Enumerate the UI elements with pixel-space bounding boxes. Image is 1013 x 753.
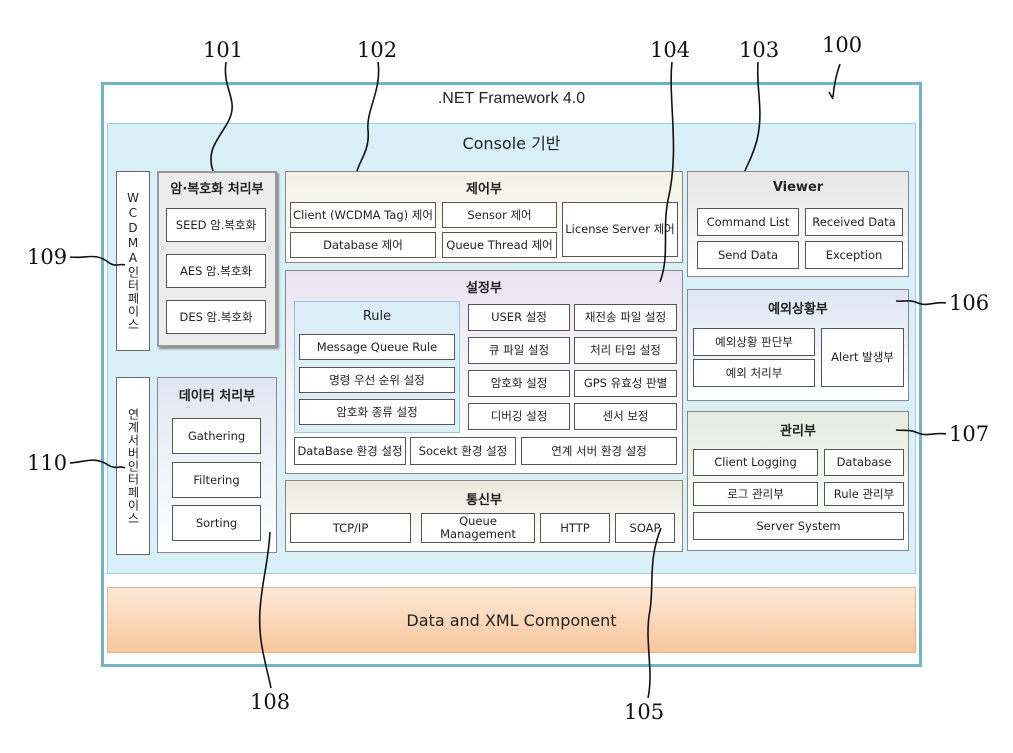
data-filtering: Filtering [172, 462, 261, 498]
mgmt-log-manager: 로그 관리부 [693, 482, 818, 506]
leader-108 [258, 531, 272, 689]
setting-sensor-calibration: 센서 보정 [574, 403, 677, 430]
viewer-received-data: Received Data [805, 208, 903, 236]
control-license: License Server 제어 [562, 202, 678, 257]
wcdma-interface-label: WCDMA인터페이스 [126, 191, 140, 331]
management-unit: 관리부 Client Logging Database 로그 관리부 Rule … [687, 411, 909, 551]
rule-command-priority: 명령 우선 순위 설정 [299, 367, 455, 393]
ref-102: 102 [357, 38, 398, 62]
comm-soap: SOAP [615, 513, 675, 543]
ref-103: 103 [739, 38, 780, 62]
setting-socket-env: Socekt 환경 설정 [410, 437, 516, 465]
mgmt-client-logging: Client Logging [693, 449, 818, 476]
setting-encryption: 암호화 설정 [468, 370, 570, 397]
setting-user: USER 설정 [468, 304, 570, 331]
data-xml-component-label: Data and XML Component [406, 610, 617, 630]
exception-judge: 예외상황 판단부 [693, 328, 815, 356]
viewer-command-list: Command List [697, 208, 799, 236]
server-interface: 연계서버인터페이스 [116, 377, 150, 555]
ref-106: 106 [949, 291, 990, 315]
ref-108: 108 [250, 690, 291, 714]
comm-tcp-ip: TCP/IP [290, 513, 411, 543]
control-client: Client (WCDMA Tag) 제어 [290, 202, 436, 228]
leader-102 [356, 61, 380, 172]
comm-queue-management: Queue Management [421, 513, 535, 543]
data-processing-unit: 데이터 처리부 Gathering Filtering Sorting [157, 377, 277, 553]
leader-103 [744, 61, 761, 172]
ref-104: 104 [650, 38, 691, 62]
viewer-unit: Viewer Command List Received Data Send D… [687, 171, 909, 277]
rule-encryption-type: 암호화 종류 설정 [299, 399, 455, 425]
data-sorting: Sorting [172, 505, 261, 541]
exception-unit: 예외상황부 예외상황 판단부 예외 처리부 Alert 발생부 [687, 289, 909, 401]
framework-title: .NET Framework 4.0 [437, 90, 586, 107]
crypto-unit-title: 암·복호화 처리부 [170, 182, 264, 197]
setting-process-type: 처리 타입 설정 [574, 337, 677, 364]
crypto-des: DES 암.복호화 [166, 300, 266, 334]
communication-unit-title: 통신부 [466, 493, 502, 508]
server-interface-label: 연계서버인터페이스 [126, 407, 140, 525]
leader-110 [69, 459, 126, 469]
setting-database-env: DataBase 환경 설정 [294, 437, 406, 465]
communication-unit: 통신부 TCP/IP Queue Management HTTP SOAP [285, 480, 683, 552]
settings-unit-title: 설정부 [466, 281, 502, 296]
leader-105 [647, 527, 662, 699]
setting-link-server-env: 연계 서버 환경 설정 [521, 437, 677, 465]
setting-resend-file: 재전송 파일 설정 [574, 304, 677, 331]
setting-queue-file: 큐 파일 설정 [468, 337, 570, 364]
leader-100 [828, 63, 841, 100]
exception-alert: Alert 발생부 [821, 328, 904, 387]
setting-gps-validity: GPS 유효성 판별 [574, 370, 677, 397]
control-unit-title: 제어부 [466, 182, 502, 197]
crypto-unit: 암·복호화 처리부 SEED 암.복호화 AES 암.복호화 DES 암.복호화 [157, 171, 277, 347]
viewer-send-data: Send Data [697, 241, 799, 269]
settings-unit: 설정부 Rule Message Queue Rule 명령 우선 순위 설정 … [285, 270, 683, 474]
leader-109 [69, 255, 126, 266]
setting-debugging: 디버깅 설정 [468, 403, 570, 430]
rule-message-queue: Message Queue Rule [299, 334, 455, 360]
rule-title: Rule [362, 309, 392, 324]
leader-106 [895, 300, 947, 306]
crypto-seed: SEED 암.복호화 [166, 208, 266, 242]
data-xml-component: Data and XML Component [107, 587, 916, 653]
exception-unit-title: 예외상황부 [768, 302, 828, 317]
console-title: Console 기반 [462, 134, 561, 153]
data-processing-title: 데이터 처리부 [178, 389, 256, 404]
control-unit: 제어부 Client (WCDMA Tag) 제어 Sensor 제어 Lice… [285, 171, 683, 263]
ref-110: 110 [27, 451, 68, 475]
control-queue-thread: Queue Thread 제어 [442, 232, 557, 258]
rule-group: Rule Message Queue Rule 명령 우선 순위 설정 암호화 … [294, 301, 460, 433]
wcdma-interface: WCDMA인터페이스 [116, 171, 150, 351]
ref-107: 107 [949, 422, 990, 446]
leader-104 [659, 61, 675, 283]
comm-http: HTTP [540, 513, 610, 543]
viewer-title: Viewer [772, 180, 824, 195]
crypto-aes: AES 암.복호화 [166, 254, 266, 288]
mgmt-database: Database [824, 449, 904, 476]
ref-109: 109 [27, 245, 68, 269]
leader-101 [210, 61, 233, 172]
ref-100: 100 [822, 33, 863, 57]
ref-105: 105 [624, 700, 665, 724]
viewer-exception: Exception [805, 241, 903, 269]
ref-101: 101 [203, 38, 244, 62]
mgmt-server-system: Server System [693, 512, 904, 540]
mgmt-rule-manager: Rule 관리부 [824, 482, 904, 506]
management-unit-title: 관리부 [780, 424, 816, 439]
control-database: Database 제어 [290, 232, 436, 258]
exception-handler: 예외 처리부 [693, 359, 815, 387]
data-gathering: Gathering [172, 418, 261, 454]
leader-107 [895, 429, 947, 436]
control-sensor: Sensor 제어 [442, 202, 557, 228]
